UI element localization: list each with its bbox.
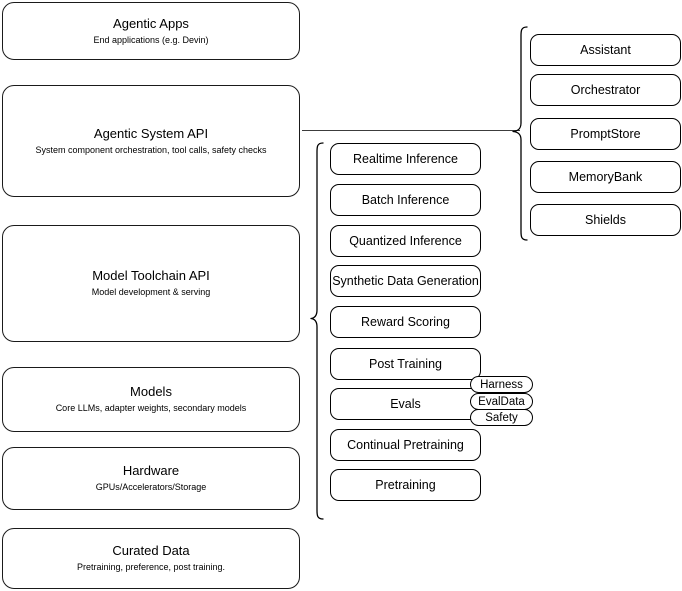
node-title: Reward Scoring — [361, 315, 450, 329]
capability-quantized-inference[interactable]: Quantized Inference — [330, 225, 481, 257]
capability-synthetic-data-generation[interactable]: Synthetic Data Generation — [330, 265, 481, 297]
stack-layer-agentic-system-api[interactable]: Agentic System API System component orche… — [2, 85, 300, 197]
node-title: Assistant — [580, 43, 631, 57]
node-title: Pretraining — [375, 478, 436, 492]
node-title: Hardware — [122, 463, 180, 478]
capability-evals[interactable]: Evals — [330, 388, 481, 420]
node-subtitle: Model development & serving — [91, 287, 211, 297]
eval-chip-safety[interactable]: Safety — [470, 409, 533, 426]
eval-chip-evaldata[interactable]: EvalData — [470, 393, 533, 410]
component-promptstore[interactable]: PromptStore — [530, 118, 681, 150]
capability-pretraining[interactable]: Pretraining — [330, 469, 481, 501]
node-subtitle: System component orchestration, tool cal… — [35, 144, 267, 155]
node-title: Agentic System API — [93, 125, 209, 141]
component-shields[interactable]: Shields — [530, 204, 681, 236]
capability-realtime-inference[interactable]: Realtime Inference — [330, 143, 481, 175]
component-memorybank[interactable]: MemoryBank — [530, 161, 681, 193]
component-orchestrator[interactable]: Orchestrator — [530, 74, 681, 106]
node-title: MemoryBank — [568, 170, 643, 184]
stack-layer-model-toolchain-api[interactable]: Model Toolchain API Model development & s… — [2, 225, 300, 342]
node-title: Model Toolchain API — [92, 268, 210, 283]
capability-batch-inference[interactable]: Batch Inference — [330, 184, 481, 216]
eval-chip-harness[interactable]: Harness — [470, 376, 533, 393]
node-subtitle: End applications (e.g. Devin) — [93, 34, 209, 45]
node-title: Models — [130, 384, 172, 399]
node-title: Agentic Apps — [113, 15, 189, 31]
capability-reward-scoring[interactable]: Reward Scoring — [330, 306, 481, 338]
component-assistant[interactable]: Assistant — [530, 34, 681, 66]
capability-post-training[interactable]: Post Training — [330, 348, 481, 380]
brace-model-toolchain-capabilities — [310, 142, 324, 522]
capability-continual-pretraining[interactable]: Continual Pretraining — [330, 429, 481, 461]
node-title: Post Training — [369, 357, 442, 371]
node-title: Shields — [585, 213, 626, 227]
node-subtitle: Pretraining, preference, post training. — [76, 562, 226, 572]
node-title: Synthetic Data Generation — [332, 274, 479, 288]
node-title: Quantized Inference — [349, 234, 462, 248]
node-title: Batch Inference — [361, 193, 450, 207]
node-title: Realtime Inference — [353, 152, 458, 166]
connector-agentic-system-api-to-components — [302, 130, 520, 131]
node-title: Orchestrator — [570, 83, 641, 97]
node-subtitle: Core LLMs, adapter weights, secondary mo… — [55, 403, 247, 413]
node-title: PromptStore — [570, 127, 641, 141]
node-subtitle: GPUs/Accelerators/Storage — [95, 482, 207, 492]
node-title: Curated Data — [112, 543, 190, 558]
brace-agentic-system-components — [512, 26, 528, 242]
node-title: Continual Pretraining — [347, 438, 464, 452]
node-title: Evals — [390, 397, 421, 411]
